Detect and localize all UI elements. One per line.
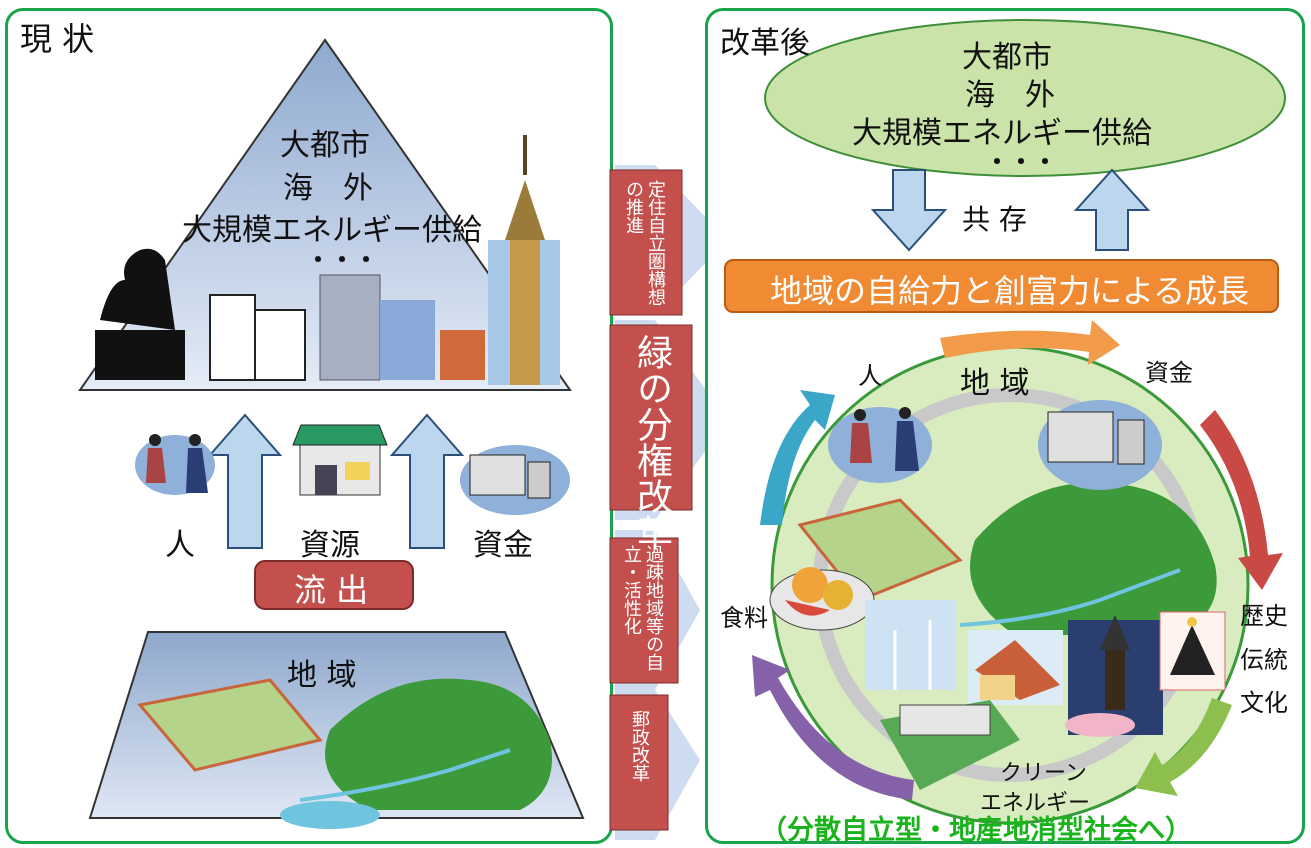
- flow-label-resources: 資源: [300, 528, 360, 563]
- coexist-label: 共 存: [962, 203, 1027, 236]
- coexist-down-arrow: [870, 169, 948, 252]
- outflow-box: [254, 560, 414, 610]
- cycle-label-clean: クリーン: [1000, 761, 1087, 786]
- left-region-label: 地 域: [287, 658, 357, 693]
- growth-banner-box: [724, 259, 1279, 313]
- solar-house-illustration: [968, 630, 1063, 705]
- cycle-arrow-orange: [940, 320, 1120, 365]
- ellipse-line-2: 海 外: [965, 78, 1055, 113]
- right-panel-title: 改革後: [720, 26, 810, 61]
- middle-box-1-label: 定住自立圏構想の推進: [623, 180, 666, 306]
- pyramid-line-4: ・・・: [306, 246, 378, 274]
- middle-box-2: [609, 537, 679, 684]
- cycle-arrow-green: [1135, 698, 1232, 796]
- pyramid-line-2: 海 外: [283, 171, 373, 206]
- middle-box-1: [609, 169, 683, 316]
- region-landscape-illustration: [137, 678, 552, 829]
- festival-illustration: [1159, 611, 1226, 691]
- people-illustration: [135, 434, 215, 495]
- cycle-arrow-red: [1200, 410, 1283, 590]
- cycle-label-history: 歴史: [1240, 602, 1288, 630]
- city-skyline-illustration: [95, 135, 560, 385]
- windmill-illustration: [865, 600, 955, 690]
- pagoda-illustration: [1065, 615, 1163, 737]
- cycle-label-tradition: 伝統: [1240, 646, 1288, 674]
- shop-illustration: [292, 424, 388, 496]
- flow-label-people: 人: [165, 528, 195, 563]
- coexist-up-arrow: [1073, 168, 1151, 251]
- growth-banner-label: 地域の自給力と創富力による成長: [770, 272, 1250, 310]
- middle-main-box: [609, 324, 693, 511]
- food-illustration: [769, 567, 875, 631]
- middle-box-3: [609, 694, 669, 831]
- right-money-illustration: [1038, 400, 1162, 490]
- right-landscape-illustration: [797, 482, 1217, 635]
- ellipse-line-1: 大都市: [962, 40, 1052, 75]
- right-region-label: 地 域: [960, 366, 1030, 401]
- ellipse-line-4: ・・・: [985, 148, 1057, 176]
- middle-box-3-label: 郵政改革: [629, 710, 650, 782]
- cycle-label-energy: エネルギー: [980, 791, 1091, 816]
- cycle-label-food: 食料: [720, 604, 768, 632]
- left-panel-title: 現 状: [20, 20, 95, 58]
- middle-box-2-label: 過疎地域等の自立・活性化: [621, 545, 664, 671]
- dam-illustration: [880, 700, 1020, 790]
- pyramid-shape: [78, 38, 572, 391]
- money-illustration: [460, 445, 570, 515]
- right-people-illustration: [828, 407, 932, 483]
- cycle-label-culture: 文化: [1240, 689, 1288, 717]
- flow-label-funds: 資金: [473, 528, 533, 563]
- cycle-arrow-purple: [752, 655, 914, 800]
- cycle-label-people: 人: [858, 362, 882, 390]
- left-up-arrow-1: [207, 413, 283, 549]
- pyramid-line-1: 大都市: [280, 128, 370, 163]
- left-up-arrow-2: [389, 413, 465, 549]
- society-goal: （分散自立型・地産地消型社会へ）: [760, 815, 1192, 846]
- cycle-label-funds: 資金: [1145, 359, 1193, 387]
- middle-main-box-label: 緑の分権改革: [631, 334, 672, 550]
- ellipse-line-3: 大規模エネルギー供給: [852, 116, 1152, 151]
- outflow-label: 流 出: [294, 571, 369, 609]
- cycle-arrow-teal: [760, 390, 835, 525]
- pyramid-line-3: 大規模エネルギー供給: [182, 213, 482, 248]
- top-ellipse: [764, 19, 1286, 177]
